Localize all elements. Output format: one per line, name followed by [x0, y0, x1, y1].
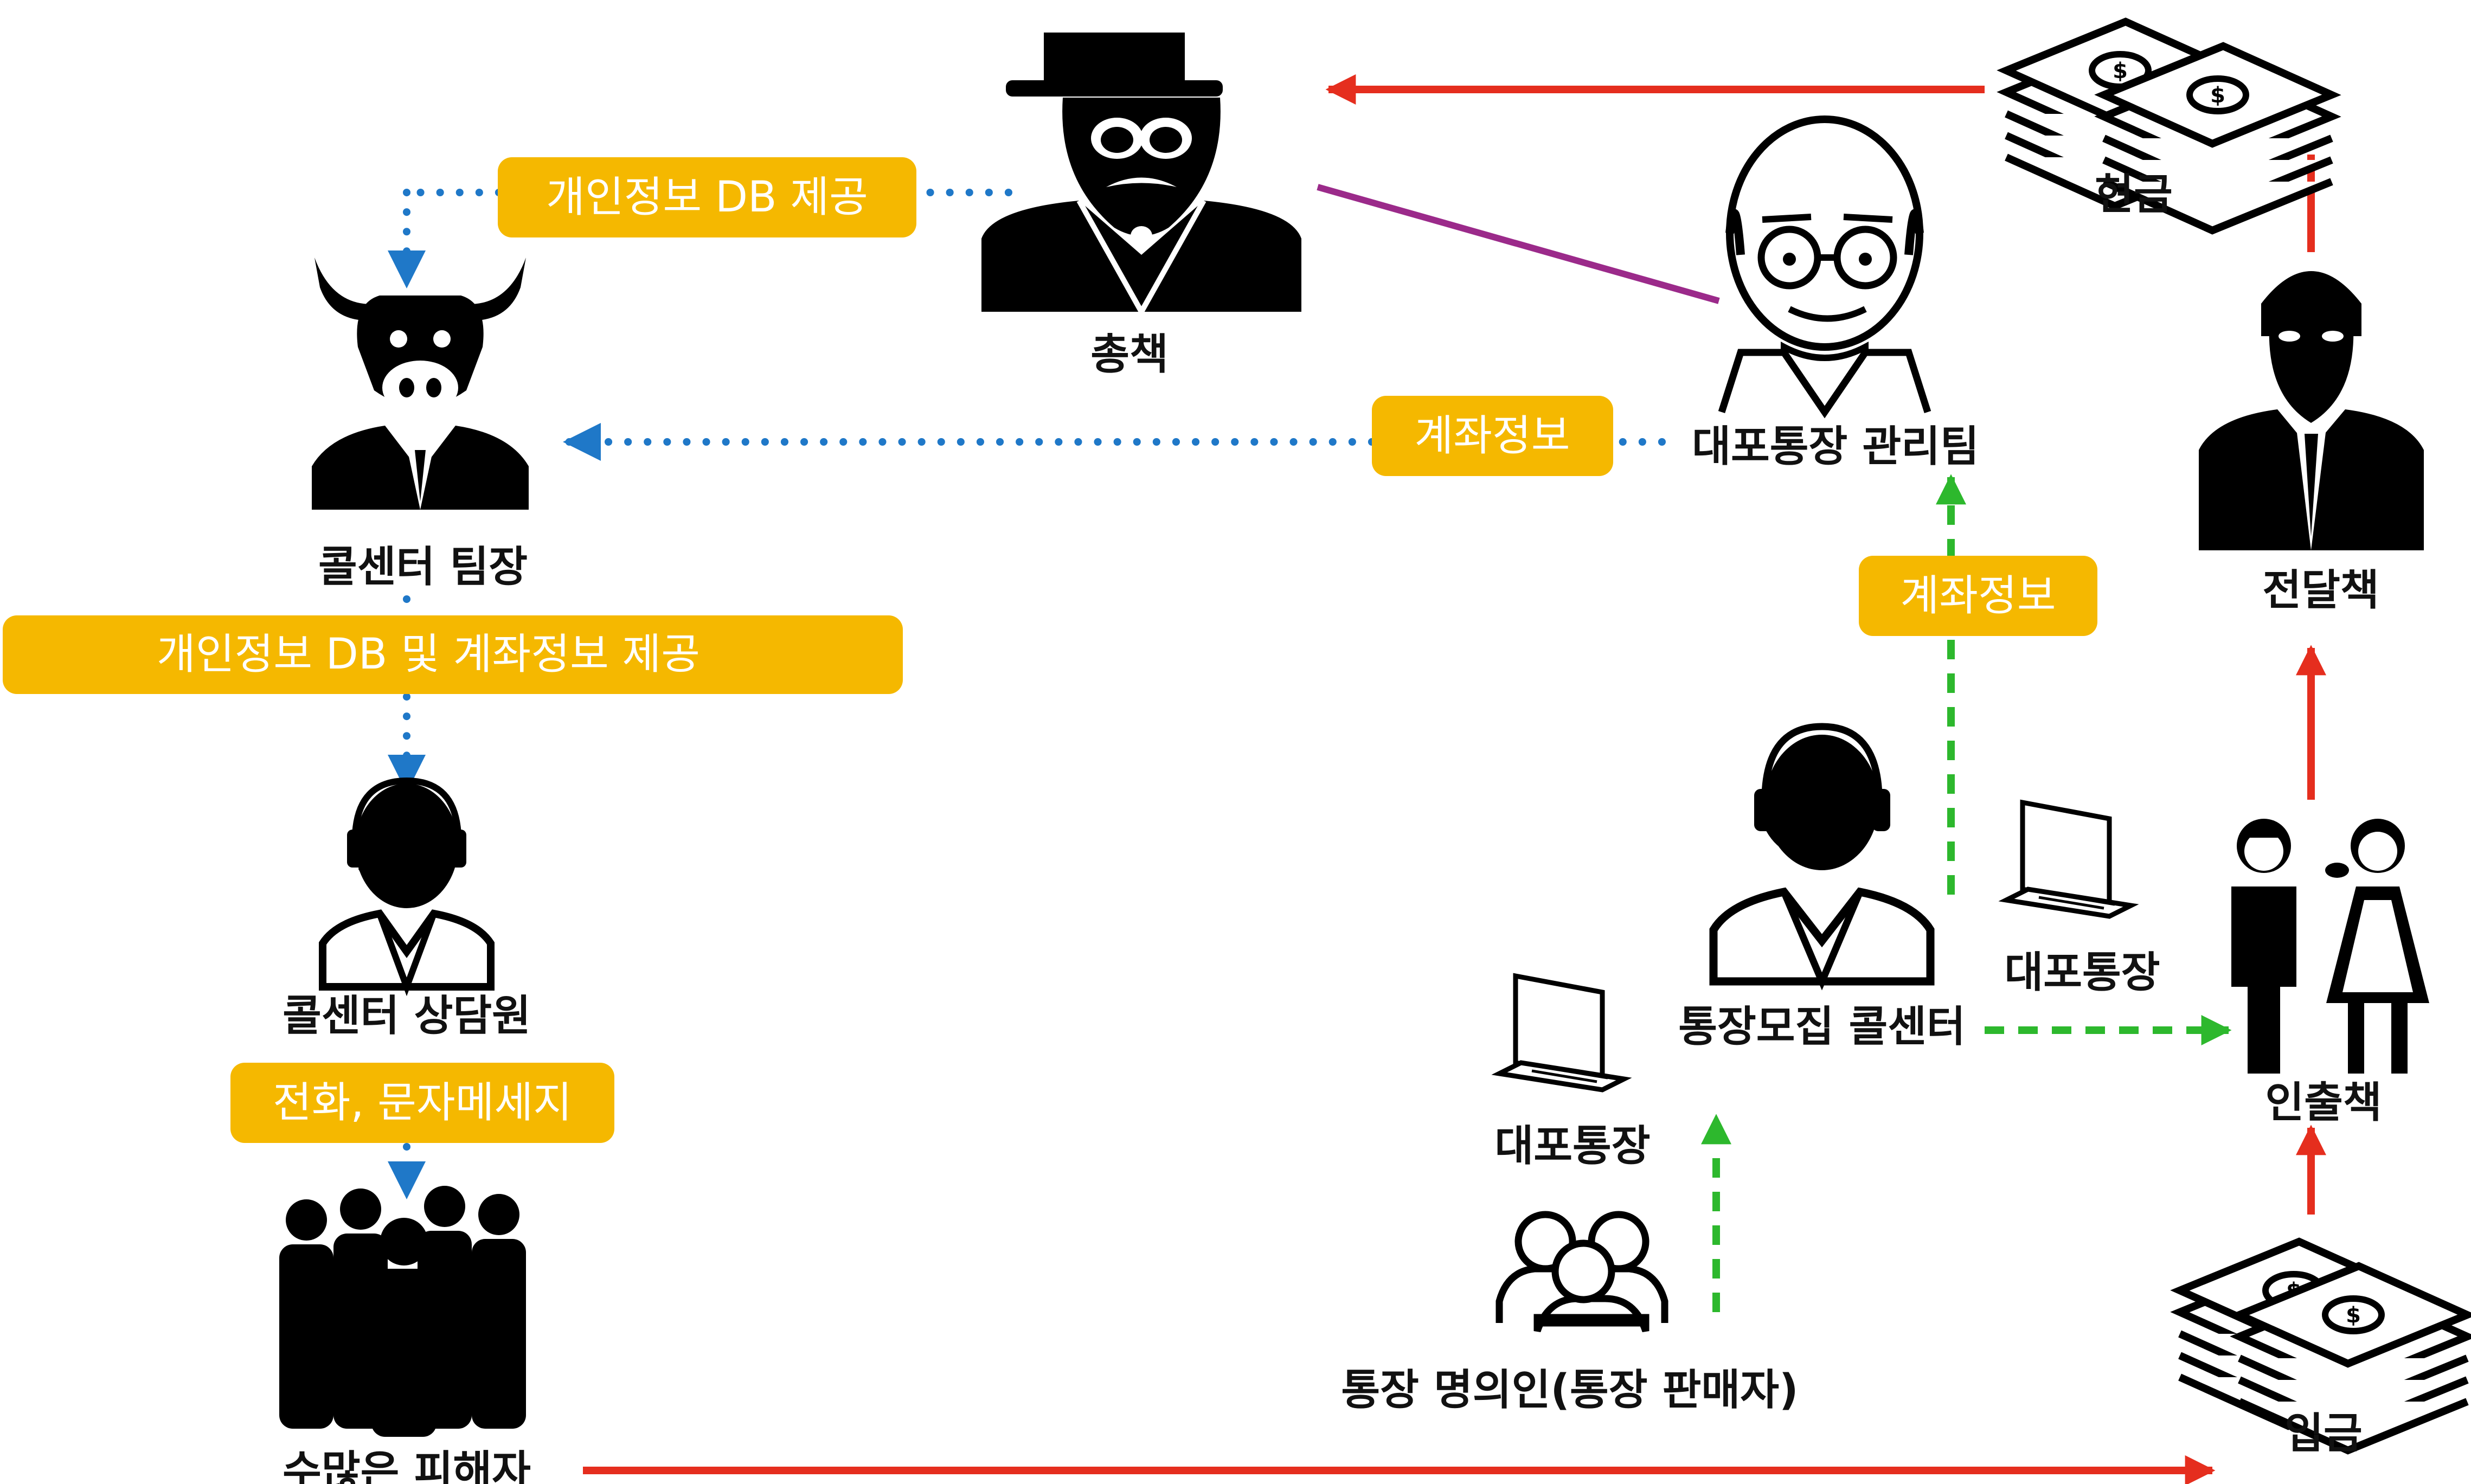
account-holder-label: 통장 명의인(통장 판매자) [1341, 1366, 1798, 1415]
pill-account-info-top-text: 계좌정보 [1414, 412, 1570, 460]
manager-label: 대포통장 관리팀 [1692, 422, 1979, 471]
call-agent-icon [319, 777, 495, 997]
withdrawer-label: 인출책 [2265, 1078, 2382, 1127]
boss-label: 총책 [1090, 330, 1169, 379]
withdrawer-icon [2231, 819, 2429, 1074]
link-boss-manager [1317, 184, 1720, 304]
pill-db-provide: 개인정보 DB 제공 [498, 157, 916, 237]
pill-account-info-mid: 계좌정보 [1859, 556, 2097, 636]
recruit-center-label: 통장모집 콜센터 [1678, 1003, 1965, 1051]
pill-db-and-account: 개인정보 DB 및 계좌정보 제공 [3, 615, 903, 694]
pill-db-and-account-text: 개인정보 DB 및 계좌정보 제공 [157, 630, 700, 679]
account-holder-icon [1496, 1211, 1668, 1333]
deposit-label: 입금 [2284, 1409, 2363, 1458]
bankbook-left-icon [1499, 976, 1624, 1090]
pill-account-info-top: 계좌정보 [1372, 396, 1613, 476]
pill-phone-sms-text: 전화, 문자메세지 [273, 1078, 572, 1127]
call-agent-label: 콜센터 상담원 [283, 992, 531, 1040]
pill-db-provide-text: 개인정보 DB 제공 [546, 173, 868, 222]
bankbook-left-label: 대포통장 [1494, 1122, 1650, 1171]
courier-icon [2199, 271, 2424, 550]
manager-icon [1718, 115, 1931, 419]
recruit-center-icon [1709, 723, 1935, 991]
bankbook-right-label: 대포통장 [2004, 948, 2160, 997]
call-leader-label: 콜센터 팀장 [318, 543, 528, 592]
courier-label: 전달책 [2262, 566, 2379, 615]
boss-icon [981, 33, 1301, 318]
victims-label: 수많은 피해자 [283, 1447, 531, 1484]
pill-account-info-mid-text: 계좌정보 [1900, 571, 2056, 620]
pill-phone-sms: 전화, 문자메세지 [230, 1063, 614, 1143]
call-leader-icon [312, 258, 529, 510]
cash-top-label: 현금 [2095, 170, 2173, 219]
bankbook-right-icon [2006, 802, 2131, 916]
victims-icon [279, 1186, 526, 1437]
